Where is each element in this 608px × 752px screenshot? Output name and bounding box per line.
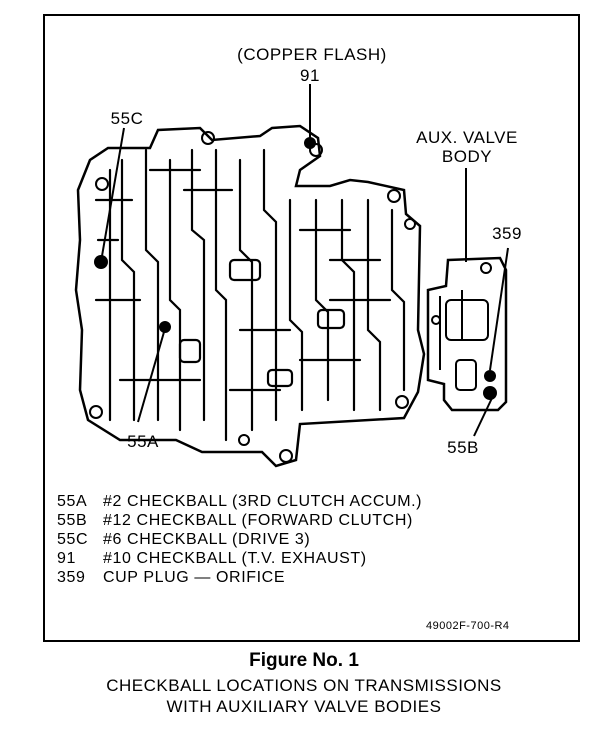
legend-row: 55A #2 CHECKBALL (3RD CLUTCH ACCUM.): [57, 492, 422, 511]
callout-55b: 55B: [447, 438, 479, 457]
callout-55a: 55A: [127, 432, 159, 451]
callout-91: 91: [300, 66, 320, 85]
callout-359: 359: [492, 224, 522, 243]
checkball-55b: [483, 386, 497, 400]
aux-valve-body-line-2: BODY: [441, 147, 493, 166]
leader-55b: [473, 397, 493, 437]
main-valve-body-outline: [74, 124, 426, 468]
leader-359: [489, 247, 509, 371]
bolt-holes: [89, 131, 416, 463]
cup-plug-359: [484, 370, 496, 382]
checkball-55a: [159, 321, 171, 333]
legend-text: CUP PLUG — ORIFICE: [103, 569, 286, 586]
callout-55c: 55C: [110, 109, 144, 128]
legend: 55A #2 CHECKBALL (3RD CLUTCH ACCUM.) 55B #…: [57, 492, 422, 587]
aux-passages: [431, 262, 492, 391]
leader-55a: [137, 331, 165, 423]
legend-row: 55C #6 CHECKBALL (DRIVE 3): [57, 530, 422, 549]
legend-text: #10 CHECKBALL (T.V. EXHAUST): [103, 550, 367, 567]
legend-code: 55B: [57, 512, 88, 529]
checkball-55c: [94, 255, 108, 269]
reference-code: 49002F-700-R4: [426, 620, 510, 632]
legend-text: #2 CHECKBALL (3RD CLUTCH ACCUM.): [103, 493, 423, 510]
figure-frame: [43, 14, 580, 642]
legend-code: 55C: [57, 531, 89, 548]
legend-code: 359: [57, 569, 86, 586]
legend-row: 359 CUP PLUG — ORIFICE: [57, 568, 422, 587]
aux-valve-body-label: AUX. VALVE BODY: [402, 128, 532, 166]
fluid-passages: [94, 148, 406, 442]
figure-title: Figure No. 1: [249, 650, 359, 671]
legend-code: 91: [57, 550, 76, 567]
checkball-91: [304, 137, 316, 149]
copper-flash-label: (COPPER FLASH): [237, 45, 387, 64]
legend-text: #6 CHECKBALL (DRIVE 3): [103, 531, 311, 548]
legend-row: 91 #10 CHECKBALL (T.V. EXHAUST): [57, 549, 422, 568]
legend-code: 55A: [57, 493, 88, 510]
figure-caption-line-2: WITH AUXILIARY VALVE BODIES: [166, 697, 442, 716]
leader-55c: [101, 127, 125, 257]
figure-caption: CHECKBALL LOCATIONS ON TRANSMISSIONS WIT…: [0, 675, 608, 717]
leader-lines: [101, 84, 509, 437]
aux-valve-body-line-1: AUX. VALVE: [416, 128, 518, 147]
legend-row: 55B #12 CHECKBALL (FORWARD CLUTCH): [57, 511, 422, 530]
legend-text: #12 CHECKBALL (FORWARD CLUTCH): [103, 512, 413, 529]
figure-caption-line-1: CHECKBALL LOCATIONS ON TRANSMISSIONS: [106, 676, 502, 695]
